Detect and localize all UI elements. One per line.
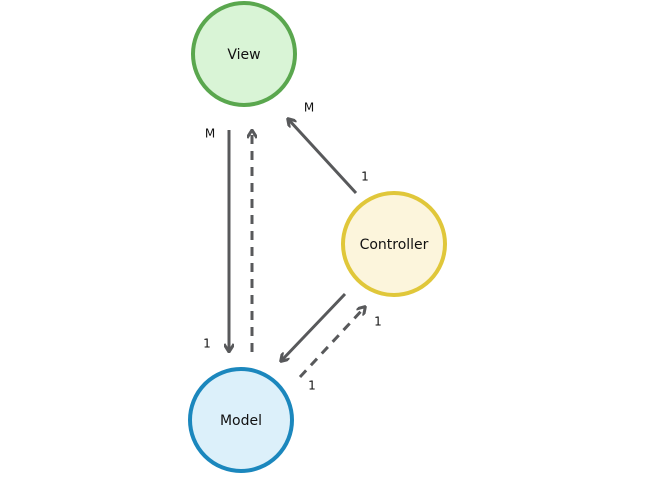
controller-to-model-arrow — [282, 292, 347, 360]
multiplicity-controller-model-model-1: 1 — [308, 379, 316, 393]
multiplicity-view-model-1: 1 — [203, 337, 211, 351]
model-label: Model — [220, 413, 262, 429]
multiplicity-controller-model-controller-1: 1 — [374, 315, 382, 329]
view-node: View — [191, 1, 297, 107]
controller-to-view-arrow — [289, 120, 358, 195]
multiplicity-controller-view-m: M — [304, 101, 314, 115]
controller-label: Controller — [360, 237, 429, 253]
view-label: View — [227, 47, 260, 63]
multiplicity-view-model-m: M — [205, 127, 215, 141]
model-to-controller-dashed-arrow — [298, 308, 364, 379]
model-node: Model — [188, 367, 294, 473]
controller-node: Controller — [341, 191, 447, 297]
multiplicity-controller-view-1: 1 — [361, 170, 369, 184]
